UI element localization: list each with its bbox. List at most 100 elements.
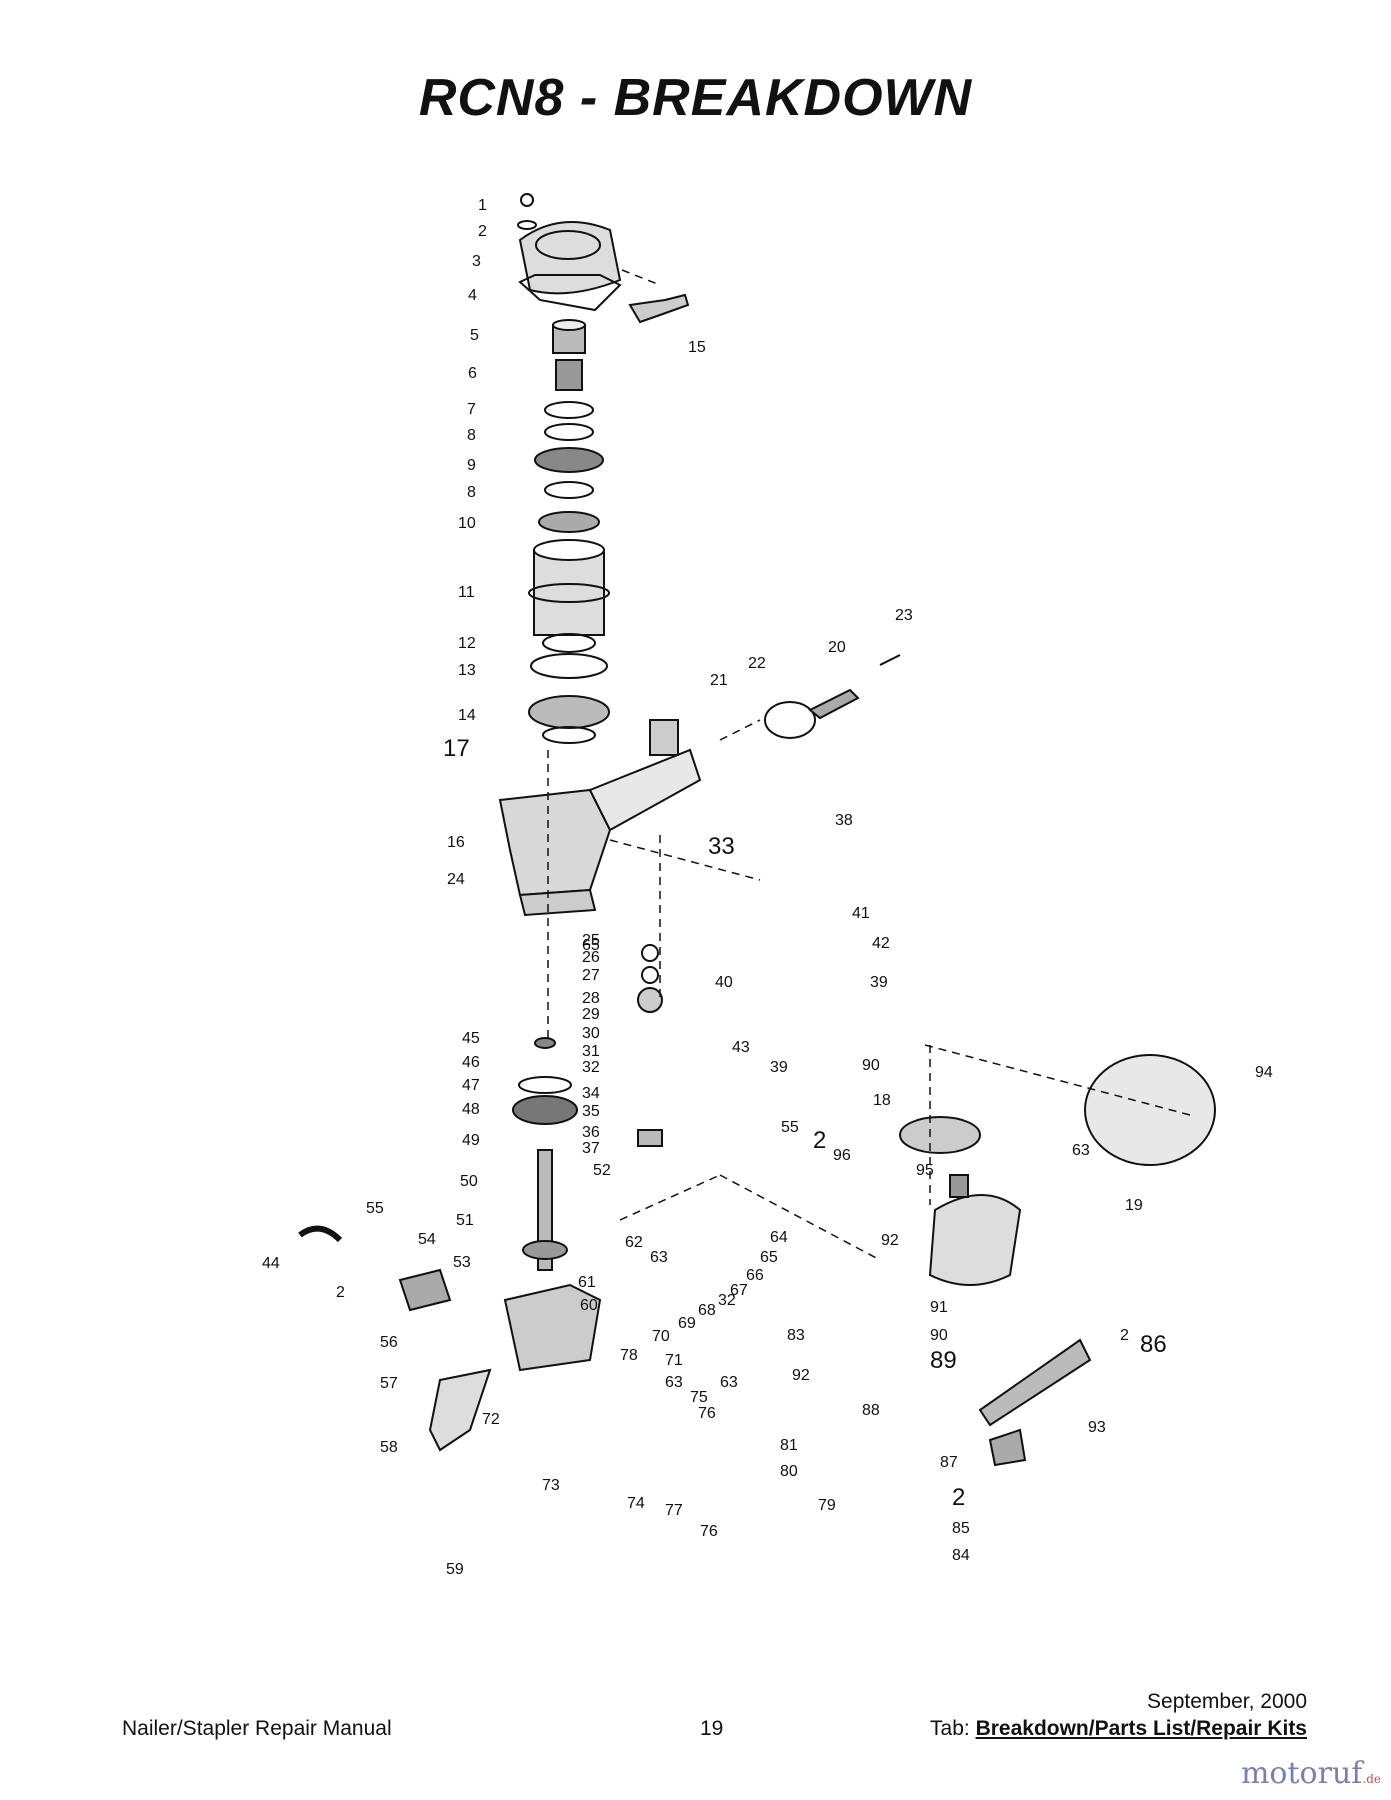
part-label-46: 46 xyxy=(462,1054,480,1071)
part-label-16: 16 xyxy=(447,834,465,851)
part-label-70: 70 xyxy=(652,1328,670,1345)
part-label-8: 8 xyxy=(467,427,476,444)
part-label-63: 63 xyxy=(720,1374,738,1391)
part-label-76: 76 xyxy=(700,1523,718,1540)
part-label-90: 90 xyxy=(862,1057,880,1074)
part-label-2: 2 xyxy=(952,1484,965,1511)
part-label-44: 44 xyxy=(262,1255,280,1272)
part-label-21: 21 xyxy=(710,672,728,689)
part-label-92: 92 xyxy=(792,1367,810,1384)
part-label-37: 37 xyxy=(582,1140,600,1157)
part-label-74: 74 xyxy=(627,1495,645,1512)
part-label-38: 38 xyxy=(835,812,853,829)
page-title: RCN8 - BREAKDOWN xyxy=(418,69,973,127)
part-label-39: 39 xyxy=(770,1059,788,1076)
part-label-60: 60 xyxy=(580,1297,598,1314)
part-label-62: 62 xyxy=(625,1234,643,1251)
part-label-58: 58 xyxy=(380,1439,398,1456)
part-label-95: 95 xyxy=(916,1162,934,1179)
part-label-45: 45 xyxy=(462,1030,480,1047)
part-label-69: 69 xyxy=(678,1315,696,1332)
part-label-6: 6 xyxy=(468,365,477,382)
part-label-86: 86 xyxy=(1140,1331,1167,1358)
part-label-22: 22 xyxy=(748,655,766,672)
part-label-68: 68 xyxy=(698,1302,716,1319)
part-label-93: 93 xyxy=(1088,1419,1106,1436)
part-label-32: 32 xyxy=(582,1059,600,1076)
part-label-50: 50 xyxy=(460,1173,478,1190)
part-label-43: 43 xyxy=(732,1039,750,1056)
part-label-15: 15 xyxy=(688,339,706,356)
part-label-40: 40 xyxy=(715,974,733,991)
part-label-11: 11 xyxy=(458,584,475,601)
part-label-34: 34 xyxy=(582,1085,600,1102)
part-label-13: 13 xyxy=(458,662,476,679)
part-label-67: 67 xyxy=(730,1282,748,1299)
footer-page-number: 19 xyxy=(700,1717,724,1740)
part-label-24: 24 xyxy=(447,871,465,888)
part-label-83: 83 xyxy=(787,1327,805,1344)
part-label-66: 66 xyxy=(746,1267,764,1284)
part-label-81: 81 xyxy=(780,1437,798,1454)
part-label-29: 29 xyxy=(582,1006,600,1023)
footer-tab-prefix: Tab: xyxy=(930,1717,970,1740)
part-label-48: 48 xyxy=(462,1101,480,1118)
part-label-12: 12 xyxy=(458,635,476,652)
part-label-65: 65 xyxy=(582,937,600,954)
part-label-19: 19 xyxy=(1125,1197,1143,1214)
part-label-42: 42 xyxy=(872,935,890,952)
part-label-1: 1 xyxy=(478,197,487,214)
part-label-7: 7 xyxy=(467,401,476,418)
part-label-85: 85 xyxy=(952,1520,970,1537)
part-label-23: 23 xyxy=(895,607,913,624)
part-label-28: 28 xyxy=(582,990,600,1007)
part-label-53: 53 xyxy=(453,1254,471,1271)
part-label-94: 94 xyxy=(1255,1064,1273,1081)
footer-tab-name: Breakdown/Parts List/Repair Kits xyxy=(975,1717,1307,1740)
part-label-92: 92 xyxy=(881,1232,899,1249)
part-label-9: 9 xyxy=(467,457,476,474)
part-label-61: 61 xyxy=(578,1274,596,1291)
part-label-79: 79 xyxy=(818,1497,836,1514)
part-label-39: 39 xyxy=(870,974,888,991)
part-label-4: 4 xyxy=(468,287,477,304)
part-label-73: 73 xyxy=(542,1477,560,1494)
part-label-32: 32 xyxy=(718,1292,736,1309)
part-label-3: 3 xyxy=(472,253,481,270)
footer-tab: Tab: Breakdown/Parts List/Repair Kits xyxy=(930,1717,1307,1741)
part-label-77: 77 xyxy=(665,1502,683,1519)
part-label-2: 2 xyxy=(1120,1327,1129,1344)
part-label-25: 25 xyxy=(582,932,600,949)
part-label-31: 31 xyxy=(582,1043,600,1060)
part-label-90: 90 xyxy=(930,1327,948,1344)
part-label-80: 80 xyxy=(780,1463,798,1480)
part-label-54: 54 xyxy=(418,1231,436,1248)
part-label-2: 2 xyxy=(478,223,487,240)
part-label-51: 51 xyxy=(456,1212,474,1229)
part-label-63: 63 xyxy=(650,1249,668,1266)
part-label-96: 96 xyxy=(833,1147,851,1164)
part-label-56: 56 xyxy=(380,1334,398,1351)
part-label-72: 72 xyxy=(482,1411,500,1428)
watermark-suffix: .de xyxy=(1362,1772,1381,1786)
footer-date: September, 2000 xyxy=(1147,1690,1307,1713)
part-label-20: 20 xyxy=(828,639,846,656)
part-label-75: 75 xyxy=(690,1389,708,1406)
part-label-91: 91 xyxy=(930,1299,948,1316)
part-label-30: 30 xyxy=(582,1025,600,1042)
part-label-78: 78 xyxy=(620,1347,638,1364)
part-label-8: 8 xyxy=(467,484,476,501)
part-label-33: 33 xyxy=(708,833,735,860)
watermark-text: motoruf xyxy=(1240,1756,1363,1791)
part-label-27: 27 xyxy=(582,967,600,984)
part-label-59: 59 xyxy=(446,1561,464,1578)
part-label-55: 55 xyxy=(781,1119,799,1136)
part-label-36: 36 xyxy=(582,1124,600,1141)
part-label-88: 88 xyxy=(862,1402,880,1419)
part-label-14: 14 xyxy=(458,707,476,724)
part-label-35: 35 xyxy=(582,1103,600,1120)
watermark-logo: motoruf.de xyxy=(1241,1756,1381,1791)
part-label-71: 71 xyxy=(665,1352,683,1369)
part-label-49: 49 xyxy=(462,1132,480,1149)
